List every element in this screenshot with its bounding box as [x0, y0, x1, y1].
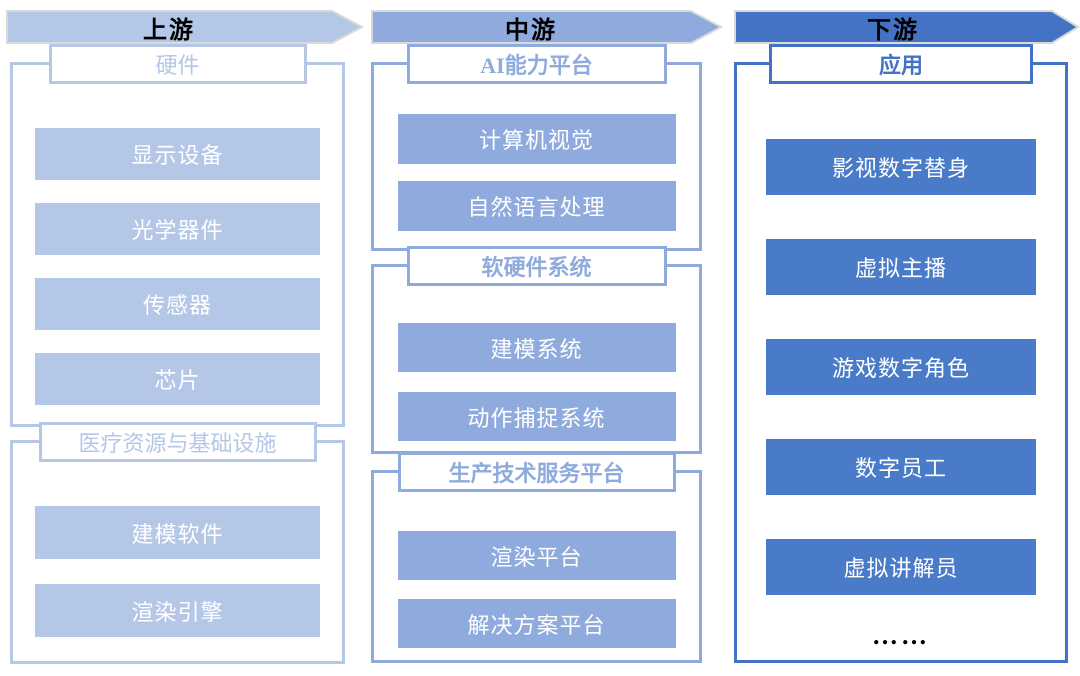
section-items: 建模系统 动作捕捉系统 [397, 323, 676, 441]
arrow-shape [371, 10, 723, 44]
item-box: 影视数字替身 [766, 139, 1036, 195]
section-title: 生产技术服务平台 [397, 452, 676, 492]
section-applications: 应用 影视数字替身 虚拟主播 游戏数字角色 数字员工 虚拟讲解员 …… [734, 44, 1068, 663]
item-box: 渲染平台 [397, 531, 676, 580]
section-title: AI能力平台 [406, 44, 667, 84]
item-box: 自然语言处理 [397, 181, 676, 231]
ellipsis-more: …… [872, 621, 930, 650]
item-box: 计算机视觉 [397, 114, 676, 164]
section-title: 软硬件系统 [406, 246, 667, 286]
arrow-shape [734, 10, 1080, 44]
stage-header-midstream: 中游 [371, 9, 723, 45]
section-title: 医疗资源与基础设施 [38, 422, 317, 462]
section-production-service-platform: 生产技术服务平台 渲染平台 解决方案平台 [371, 452, 702, 663]
stage-header-label: 下游 [867, 17, 919, 44]
section-ai-platform: AI能力平台 计算机视觉 自然语言处理 [371, 44, 702, 251]
item-box: 光学器件 [35, 203, 320, 255]
section-items: 计算机视觉 自然语言处理 [397, 114, 676, 231]
stage-header-upstream: 上游 [6, 9, 364, 45]
section-hw-sw-systems: 软硬件系统 建模系统 动作捕捉系统 [371, 246, 702, 454]
section-items: 建模软件 渲染引擎 [35, 506, 320, 637]
item-box: 建模系统 [397, 323, 676, 372]
section-resources-infrastructure: 医疗资源与基础设施 建模软件 渲染引擎 [10, 422, 345, 664]
item-box: 动作捕捉系统 [397, 392, 676, 441]
stage-header-downstream: 下游 [734, 9, 1080, 45]
item-box: 渲染引擎 [35, 584, 320, 637]
item-box: 建模软件 [35, 506, 320, 559]
section-items: 影视数字替身 虚拟主播 游戏数字角色 数字员工 虚拟讲解员 [766, 139, 1036, 595]
item-box: 虚拟讲解员 [766, 539, 1036, 595]
section-items: 渲染平台 解决方案平台 [397, 531, 676, 648]
section-items: 显示设备 光学器件 传感器 芯片 [35, 128, 320, 405]
item-box: 虚拟主播 [766, 239, 1036, 295]
section-hardware: 硬件 显示设备 光学器件 传感器 芯片 [10, 44, 345, 427]
item-box: 芯片 [35, 353, 320, 405]
section-title: 应用 [769, 44, 1033, 84]
item-box: 解决方案平台 [397, 599, 676, 648]
item-box: 传感器 [35, 278, 320, 330]
item-box: 数字员工 [766, 439, 1036, 495]
item-box: 显示设备 [35, 128, 320, 180]
arrow-shape [6, 10, 364, 44]
item-box: 游戏数字角色 [766, 339, 1036, 395]
stage-header-label: 上游 [143, 17, 195, 44]
section-title: 硬件 [48, 44, 307, 84]
stage-header-label: 中游 [505, 17, 557, 44]
